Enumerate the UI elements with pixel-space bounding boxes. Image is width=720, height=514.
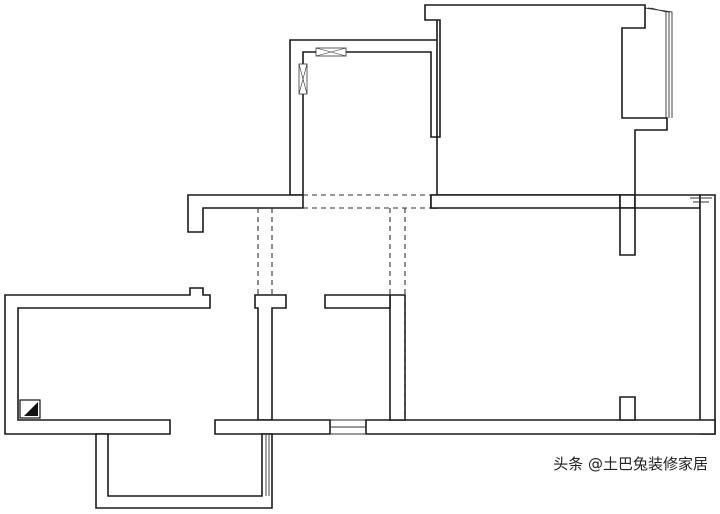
corridor-dash-horizontal — [303, 194, 431, 209]
bedroom-top-right-walls — [289, 4, 668, 209]
watermark: 头条 @土巴兔装修家居 — [553, 455, 708, 473]
corridor-dash-left — [257, 208, 273, 295]
balcony-window — [265, 434, 270, 496]
living-right-wall — [634, 194, 701, 209]
right-partition-stub — [619, 207, 636, 256]
living-right-window — [690, 197, 712, 203]
balcony-walls — [95, 433, 273, 509]
entry-door-sill — [330, 419, 366, 435]
window-symbol-top — [315, 47, 347, 57]
corridor-left-wall — [187, 194, 304, 233]
right-partition-top — [619, 194, 636, 209]
corridor-pillar — [254, 294, 287, 421]
mid-horizontal-wall — [430, 194, 621, 209]
living-right-outer — [699, 194, 716, 435]
pipe-shaft-icon — [19, 399, 41, 419]
living-left-wall — [389, 294, 406, 421]
kitchen-top-wall — [324, 294, 391, 309]
bottom-center-wall — [214, 419, 331, 435]
living-bottom-stub — [619, 396, 636, 421]
corridor-dash-right — [389, 208, 406, 420]
window-symbol-side — [298, 63, 308, 95]
living-bottom-wall — [365, 419, 716, 435]
bottom-left-room-walls — [4, 287, 211, 435]
top-right-window — [644, 7, 673, 118]
